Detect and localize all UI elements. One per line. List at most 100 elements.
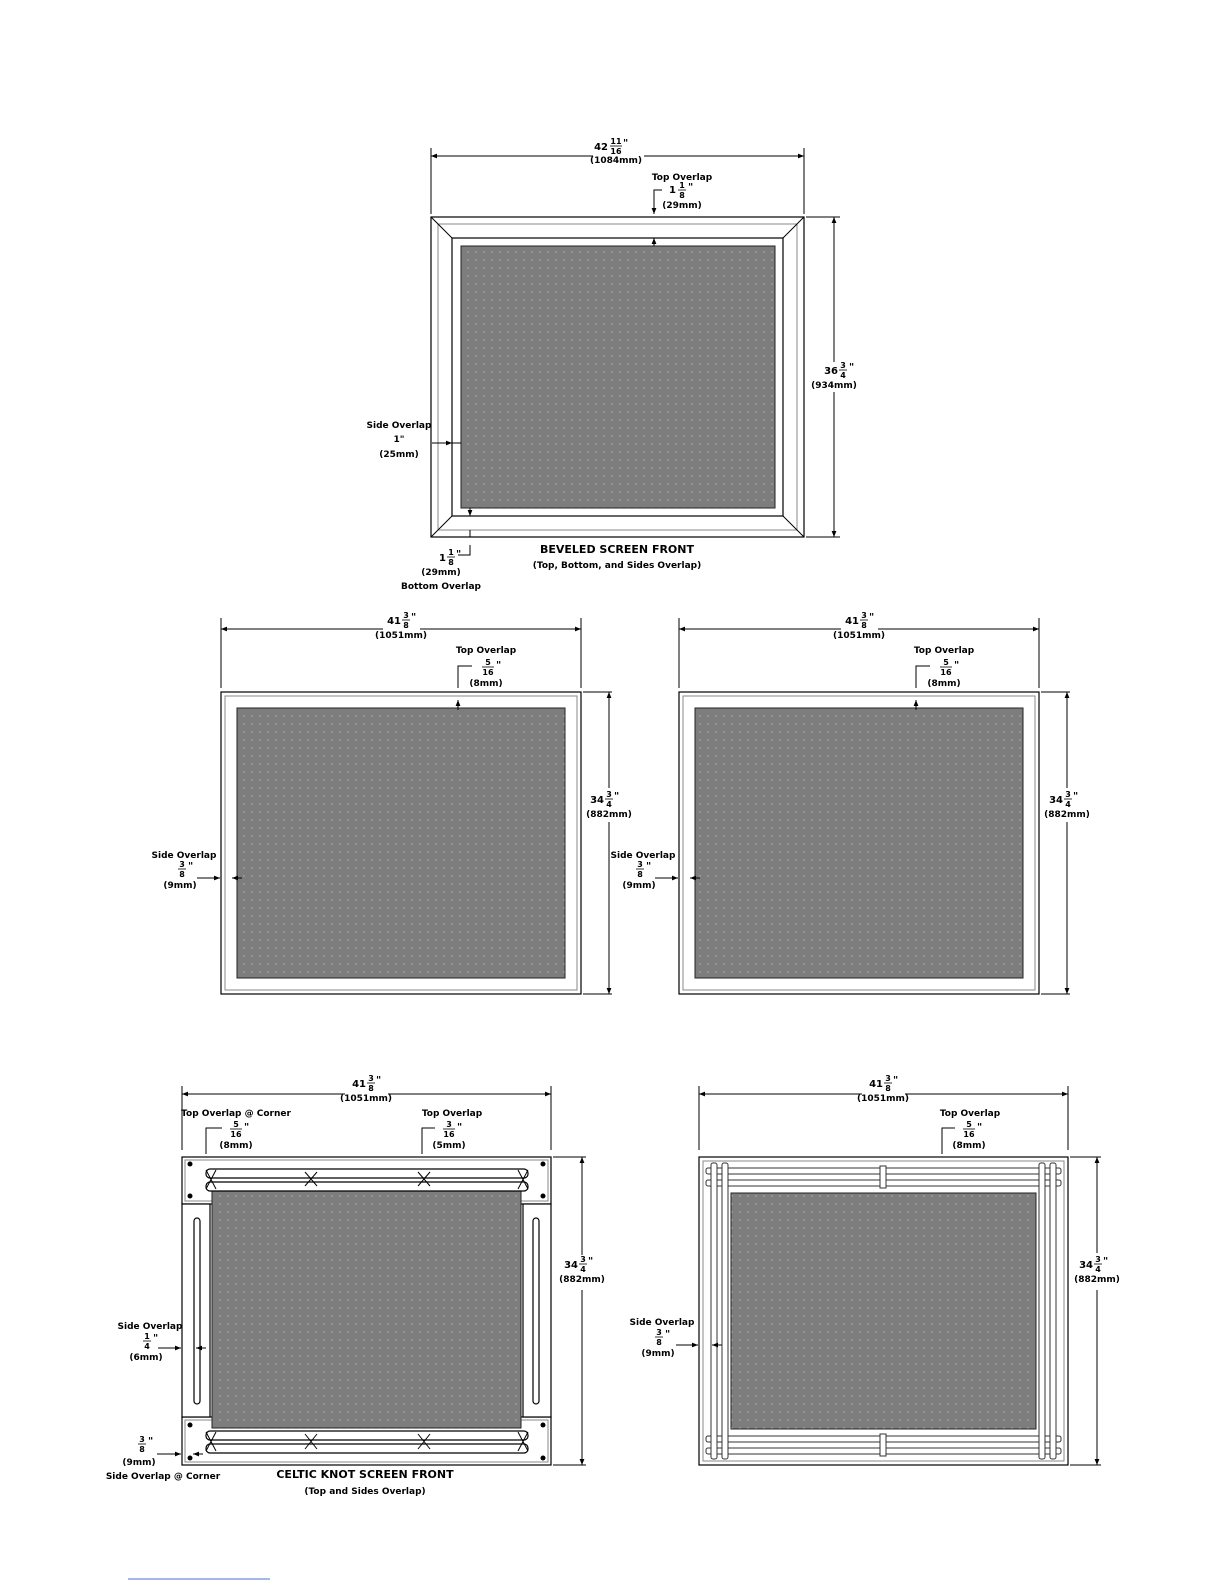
svg-text:(882mm): (882mm) bbox=[1044, 810, 1090, 820]
svg-text:": " bbox=[588, 1256, 593, 1267]
mission-bottom-bars bbox=[705, 1433, 1062, 1457]
mission-vertical-posts bbox=[710, 1162, 1057, 1460]
svg-text:(1051mm): (1051mm) bbox=[340, 1094, 392, 1104]
svg-text:(1051mm): (1051mm) bbox=[857, 1094, 909, 1104]
svg-text:": " bbox=[623, 138, 628, 149]
svg-text:Top Overlap: Top Overlap bbox=[422, 1109, 483, 1119]
svg-text:": " bbox=[153, 1333, 158, 1344]
flat-left-width-dimension: 41 3 8 " (1051mm) bbox=[375, 611, 427, 641]
svg-text:(882mm): (882mm) bbox=[586, 810, 632, 820]
flat-right-screen-mesh bbox=[694, 707, 1024, 979]
svg-text:1": 1" bbox=[394, 435, 405, 445]
beveled-view: 42 11 16 " (1084mm) Top Overlap 1 1 8 " … bbox=[367, 137, 857, 592]
svg-text:Side Overlap: Side Overlap bbox=[118, 1322, 183, 1332]
svg-text:8: 8 bbox=[448, 558, 454, 567]
beveled-title: BEVELED SCREEN FRONT bbox=[540, 543, 694, 556]
svg-text:": " bbox=[1073, 791, 1078, 802]
svg-text:16: 16 bbox=[482, 668, 494, 677]
svg-text:": " bbox=[148, 1436, 153, 1447]
svg-text:3: 3 bbox=[606, 790, 612, 799]
svg-text:Side Overlap: Side Overlap bbox=[152, 851, 217, 861]
svg-text:Top Overlap @ Corner: Top Overlap @ Corner bbox=[181, 1109, 291, 1119]
svg-text:": " bbox=[954, 660, 959, 671]
svg-text:": " bbox=[496, 660, 501, 671]
svg-text:4: 4 bbox=[144, 1342, 150, 1351]
svg-text:(8mm): (8mm) bbox=[927, 679, 960, 689]
svg-text:": " bbox=[411, 612, 416, 623]
svg-text:8: 8 bbox=[861, 621, 867, 630]
svg-text:3: 3 bbox=[840, 361, 846, 370]
celtic-height-dimension: 34 3 4 " (882mm) bbox=[559, 1255, 605, 1285]
svg-text:(9mm): (9mm) bbox=[163, 881, 196, 891]
svg-text:4: 4 bbox=[606, 800, 612, 809]
svg-text:8: 8 bbox=[368, 1084, 374, 1093]
beveled-side-overlap: Side Overlap 1" (25mm) bbox=[367, 421, 461, 460]
mission-height-dimension: 34 3 4 " (882mm) bbox=[1074, 1255, 1120, 1285]
svg-text:41: 41 bbox=[869, 1079, 883, 1090]
svg-text:5: 5 bbox=[966, 1120, 972, 1129]
svg-text:(8mm): (8mm) bbox=[952, 1141, 985, 1151]
mission-screen-mesh bbox=[730, 1192, 1037, 1430]
svg-text:34: 34 bbox=[590, 795, 604, 806]
svg-text:41: 41 bbox=[845, 616, 859, 627]
svg-text:3: 3 bbox=[656, 1328, 662, 1337]
celtic-side-overlap: Side Overlap 1 4 " (6mm) bbox=[118, 1322, 206, 1363]
svg-text:3: 3 bbox=[1095, 1255, 1101, 1264]
mission-view: 41 3 8 " (1051mm) Top Overlap 5 16 " (8m… bbox=[630, 1074, 1120, 1466]
svg-text:Top Overlap: Top Overlap bbox=[456, 646, 517, 656]
flat-right-side-overlap: Side Overlap 3 8 " (9mm) bbox=[611, 851, 700, 891]
svg-text:": " bbox=[456, 549, 461, 560]
svg-text:": " bbox=[893, 1075, 898, 1086]
svg-text:3: 3 bbox=[637, 860, 643, 869]
svg-text:3: 3 bbox=[403, 611, 409, 620]
svg-text:11: 11 bbox=[610, 137, 622, 146]
svg-text:16: 16 bbox=[230, 1130, 242, 1139]
svg-text:3: 3 bbox=[446, 1120, 452, 1129]
svg-text:(8mm): (8mm) bbox=[219, 1141, 252, 1151]
svg-text:(8mm): (8mm) bbox=[469, 679, 502, 689]
flat-right-width-dimension: 41 3 8 " (1051mm) bbox=[833, 611, 885, 641]
svg-text:Top Overlap: Top Overlap bbox=[914, 646, 975, 656]
svg-text:(882mm): (882mm) bbox=[1074, 1275, 1120, 1285]
beveled-subtitle: (Top, Bottom, and Sides Overlap) bbox=[533, 561, 701, 571]
celtic-subtitle: (Top and Sides Overlap) bbox=[304, 1487, 425, 1497]
flat-left-height-dimension: 34 3 4 " (882mm) bbox=[586, 790, 632, 820]
celtic-knot-band-bottom bbox=[187, 1422, 546, 1461]
svg-text:(29mm): (29mm) bbox=[421, 568, 461, 578]
beveled-top-overlap: Top Overlap 1 1 8 " (29mm) bbox=[651, 173, 713, 246]
svg-text:": " bbox=[1103, 1256, 1108, 1267]
svg-text:41: 41 bbox=[387, 616, 401, 627]
svg-text:(5mm): (5mm) bbox=[432, 1141, 465, 1151]
svg-text:(25mm): (25mm) bbox=[379, 450, 419, 460]
svg-text:Bottom Overlap: Bottom Overlap bbox=[401, 582, 482, 592]
svg-text:8: 8 bbox=[679, 191, 685, 200]
svg-text:3: 3 bbox=[179, 860, 185, 869]
svg-text:(1084mm): (1084mm) bbox=[590, 156, 642, 166]
svg-text:16: 16 bbox=[963, 1130, 975, 1139]
svg-text:(882mm): (882mm) bbox=[559, 1275, 605, 1285]
svg-text:3: 3 bbox=[1065, 790, 1071, 799]
svg-text:41: 41 bbox=[352, 1079, 366, 1090]
svg-text:": " bbox=[688, 182, 693, 193]
svg-text:4: 4 bbox=[580, 1265, 586, 1274]
flat-right-top-overlap: Top Overlap 5 16 " (8mm) bbox=[913, 646, 975, 710]
svg-text:8: 8 bbox=[179, 870, 185, 879]
flat-right-view: 41 3 8 " (1051mm) Top Overlap 5 16 " (8m… bbox=[611, 611, 1090, 995]
svg-text:34: 34 bbox=[564, 1260, 578, 1271]
svg-text:4: 4 bbox=[1065, 800, 1071, 809]
svg-text:8: 8 bbox=[637, 870, 643, 879]
svg-text:16: 16 bbox=[940, 668, 952, 677]
flat-left-screen-mesh bbox=[236, 707, 566, 979]
svg-text:34: 34 bbox=[1049, 795, 1063, 806]
svg-text:Top Overlap: Top Overlap bbox=[940, 1109, 1001, 1119]
svg-text:(6mm): (6mm) bbox=[129, 1353, 162, 1363]
svg-text:": " bbox=[869, 612, 874, 623]
svg-text:": " bbox=[849, 362, 854, 373]
mission-top-bars bbox=[705, 1165, 1062, 1189]
flat-left-side-overlap: Side Overlap 3 8 " (9mm) bbox=[152, 851, 242, 891]
svg-text:36: 36 bbox=[824, 366, 838, 377]
svg-text:(1051mm): (1051mm) bbox=[833, 631, 885, 641]
flat-left-top-overlap: Top Overlap 5 16 " (8mm) bbox=[455, 646, 517, 710]
beveled-screen-mesh bbox=[460, 245, 776, 509]
